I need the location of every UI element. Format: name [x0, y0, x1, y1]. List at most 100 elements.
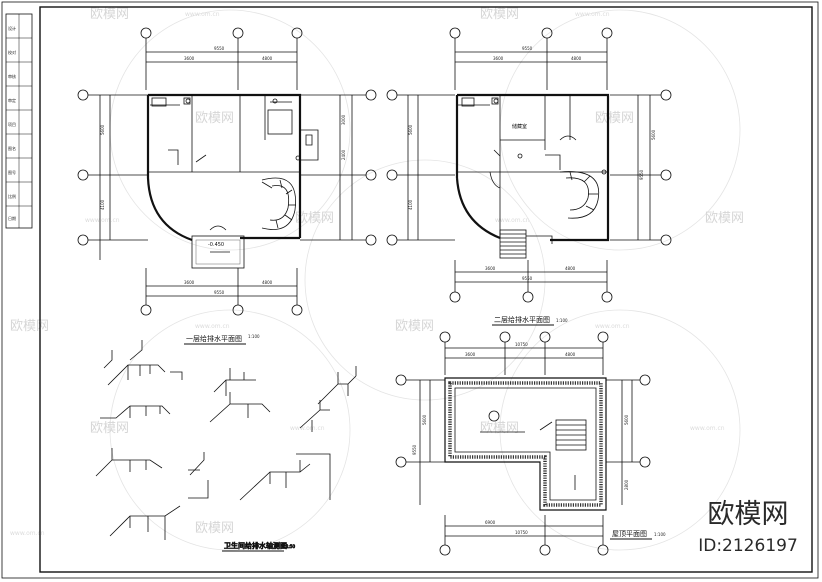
watermark-4: 欧模网 [595, 111, 634, 126]
p2-dim-right-b: 5600 [651, 129, 656, 140]
watermark-10: 欧模网 [480, 421, 519, 436]
p2-room-storage: 储藏室 [512, 123, 527, 130]
watermark-url-6: www.om.cn [595, 323, 630, 330]
p1-dim-top-total: 9550 [214, 46, 225, 51]
watermark-9: 欧模网 [90, 421, 129, 436]
inner-border [39, 6, 813, 573]
roof-dim-bot-total: 10750 [515, 530, 528, 535]
p1-dim-bot-a: 3600 [184, 280, 195, 285]
axon-sketch-8 [95, 448, 205, 477]
p1-door-arc [209, 225, 227, 231]
tb-cell-2: 校对 [8, 49, 16, 55]
plan-roof: 10750 3600 4800 6900 10750 5600 9550 560… [395, 331, 666, 556]
watermark-11: 欧模网 [195, 521, 234, 536]
p2-dim-right-a: 9550 [639, 169, 644, 180]
watermark-7: 欧模网 [10, 319, 49, 334]
p1-walls [146, 93, 302, 242]
axonometric-diagrams: 卫生间给排水轴测图 1:50 [95, 340, 357, 552]
watermark-url-5: www.om.cn [195, 323, 230, 330]
axon-sketch-9 [239, 453, 331, 501]
p2-dim-bot-a: 3600 [485, 266, 496, 271]
p1-scale: 1:100 [248, 334, 260, 339]
roof-scale: 1:100 [654, 532, 666, 537]
watermark-3: 欧模网 [195, 111, 234, 126]
roof-dim-top-a: 3600 [465, 352, 476, 357]
axon-title: 卫生间给排水轴测图 [224, 541, 287, 550]
p1-dim-right-b: 2400 [341, 149, 346, 160]
p1-dim-bot-total: 9550 [214, 290, 225, 295]
axon-sketch-4 [317, 366, 357, 405]
p2-interior-walls [457, 95, 608, 238]
watermark-url-4: www.om.cn [495, 217, 530, 224]
p2-scale: 1:100 [556, 318, 568, 323]
brand-id: ID:2126197 [698, 536, 798, 556]
p2-dim-bot-b: 4800 [565, 266, 576, 271]
p1-dim-right-a: 3000 [341, 114, 346, 125]
watermark-layer: 欧模网 欧模网 欧模网 欧模网 欧模网 欧模网 欧模网 欧模网 欧模网 欧模网 … [10, 7, 744, 551]
watermark-5: 欧模网 [295, 211, 334, 226]
roof-parapet-hatch [448, 381, 603, 507]
p2-spiral-stair [545, 154, 600, 219]
axon-sketch-2 [129, 340, 183, 380]
tb-cell-5: 项目 [8, 121, 16, 127]
watermark-url-1: www.om.cn [185, 11, 220, 18]
roof-parapet-inner [454, 387, 597, 501]
tb-cell-8: 比例 [8, 193, 16, 199]
p2-dim-top-total: 9550 [522, 46, 533, 51]
watermark-2: 欧模网 [480, 7, 519, 22]
roof-title: 屋顶平面图 [612, 530, 647, 538]
axon-sketch-5 [100, 405, 171, 419]
p2-dim-top-b: 4800 [571, 56, 582, 61]
roof-slope-arrows [480, 421, 576, 490]
roof-dim-right-a: 5600 [624, 414, 629, 425]
axon-sketch-1 [103, 350, 166, 386]
p2-walls [455, 93, 610, 242]
tb-cell-1: 设计 [8, 25, 16, 31]
p1-dim-left-b: 4100 [100, 199, 105, 210]
axon-sketch-3 [213, 368, 256, 396]
p1-spiral-stair [261, 177, 296, 230]
roof-stair-hatch [555, 419, 587, 451]
roof-dim-left-b: 9550 [412, 444, 417, 455]
p2-dim-left-a: 5600 [408, 124, 413, 135]
p1-title: 一层给排水平面图 [186, 334, 242, 343]
p1-dim-bot-b: 4800 [262, 280, 273, 285]
watermark-url-7: www.om.cn [290, 425, 325, 432]
tb-cell-9: 日期 [8, 215, 16, 221]
plan-first-floor: 9550 3600 4800 3600 4800 9550 5600 4100 … [77, 27, 377, 345]
p1-dim-top-a: 3600 [184, 56, 195, 61]
watermark-6: 欧模网 [705, 211, 744, 226]
tb-cell-6: 图名 [8, 145, 16, 151]
roof-dim-top-total: 10750 [515, 342, 528, 347]
watermark-url-9: www.om.cn [10, 530, 45, 537]
watermark-url-8: www.om.cn [690, 425, 725, 432]
p1-interior-walls [148, 95, 319, 173]
watermark-url-3: www.om.cn [85, 217, 120, 224]
watermark-1: 欧模网 [90, 7, 129, 22]
p2-title: 二层给排水平面图 [494, 315, 550, 324]
p1-porch [191, 235, 245, 269]
axon-sketch-7 [299, 400, 330, 432]
axon-sketch-6 [209, 392, 271, 423]
p2-dim-bot-total: 9550 [522, 276, 533, 281]
watermark-url-2: www.om.cn [575, 11, 610, 18]
p1-pipes [185, 98, 301, 253]
tb-cell-3: 审核 [8, 73, 16, 79]
axon-sketch-11 [188, 469, 209, 499]
watermark-8: 欧模网 [395, 319, 434, 334]
p1-porch-inner [195, 239, 241, 265]
roof-parapet-outer [444, 377, 607, 511]
p1-dim-left-a: 5600 [100, 124, 105, 135]
tb-cell-4: 审定 [8, 97, 16, 103]
p2-pipes [493, 98, 607, 175]
tb-cell-7: 图号 [8, 169, 16, 175]
roof-dim-top-b: 4800 [565, 352, 576, 357]
axon-sketch-10 [109, 505, 181, 540]
roof-dim-bot-a: 6900 [485, 520, 496, 525]
p2-dim-left-b: 4100 [408, 199, 413, 210]
p2-dim-top-a: 3600 [493, 56, 504, 61]
p1-dim-top-b: 4800 [262, 56, 273, 61]
axon-scale: 1:50 [286, 544, 295, 549]
p2-outdoor-stair [499, 229, 553, 259]
